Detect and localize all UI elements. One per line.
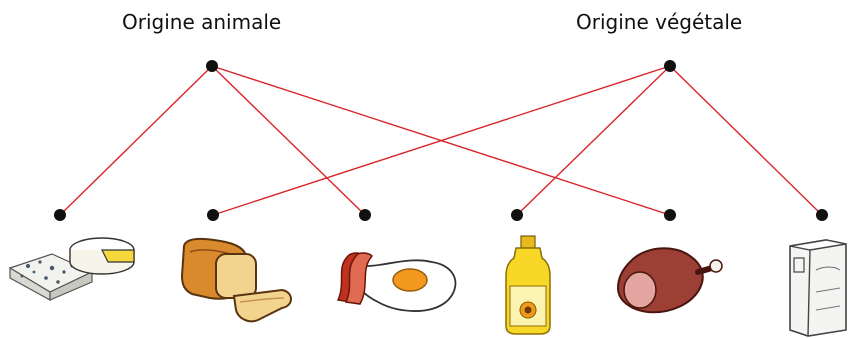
connection-line <box>59 65 213 216</box>
category-title-animal: Origine animale <box>122 10 282 34</box>
food-dot-1[interactable] <box>54 209 66 221</box>
ham-icon[interactable] <box>616 247 723 314</box>
food-dot-3[interactable] <box>359 209 371 221</box>
connection-line <box>669 65 823 216</box>
bread-icon[interactable] <box>180 237 292 323</box>
bacon-egg-icon[interactable] <box>336 252 457 312</box>
sugar-box-icon[interactable] <box>789 239 847 337</box>
cheese-icon[interactable] <box>8 237 135 302</box>
food-dot-5[interactable] <box>664 209 676 221</box>
food-dot-4[interactable] <box>511 209 523 221</box>
connection-line <box>516 65 671 216</box>
category-dot-right[interactable] <box>664 60 676 72</box>
oil-bottle-icon[interactable] <box>505 235 551 335</box>
food-dot-6[interactable] <box>816 209 828 221</box>
category-dot-left[interactable] <box>206 60 218 72</box>
connection-line <box>211 65 366 216</box>
connection-lines <box>59 65 823 216</box>
food-dot-2[interactable] <box>207 209 219 221</box>
connection-line <box>211 65 671 216</box>
category-title-vegetal: Origine végétale <box>576 10 743 34</box>
connection-dots <box>54 60 828 221</box>
